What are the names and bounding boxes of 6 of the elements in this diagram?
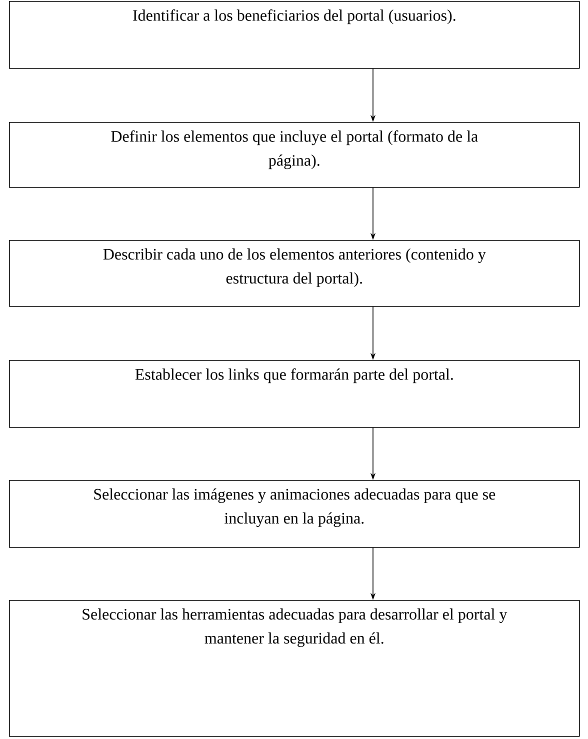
process-box: Seleccionar las herramientas adecuadas para desarrollar el portal y mantener la seguridad en él. — [9, 600, 580, 737]
process-box: Seleccionar las imágenes y animaciones adecuadas para que se incluyan en la página. — [9, 480, 580, 548]
process-box: Establecer los links que formarán parte del portal. — [9, 360, 580, 428]
process-box: Definir los elementos que incluye el portal (formato de la página). — [9, 122, 580, 188]
process-box: Identificar a los beneficiarios del portal (usuarios). — [9, 1, 580, 69]
process-box: Describir cada uno de los elementos anteriores (contenido y estructura del portal). — [9, 240, 580, 307]
